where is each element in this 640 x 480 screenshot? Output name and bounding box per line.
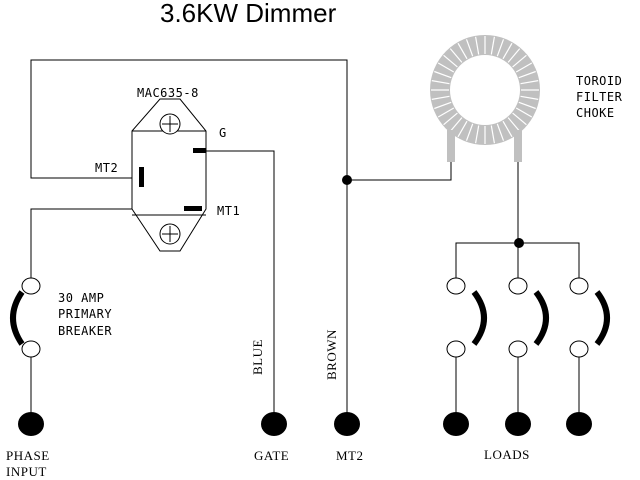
diagram-title: 3.6KW Dimmer — [160, 0, 337, 28]
breaker-label-3: BREAKER — [58, 324, 112, 338]
toroid-winding — [465, 123, 474, 141]
toroid-winding — [512, 112, 527, 126]
toroid-choke — [430, 35, 540, 162]
toroid-winding — [457, 120, 468, 138]
gate-label: GATE — [254, 448, 289, 463]
toroid-winding — [457, 42, 468, 60]
phase-label-2: INPUT — [6, 464, 47, 479]
breaker-arc — [10, 290, 25, 346]
toroid-winding — [496, 123, 505, 141]
phase-input-terminal — [18, 412, 44, 436]
toroid-winding — [518, 70, 536, 79]
toroid-winding — [520, 95, 539, 100]
pin-mt2-tab — [139, 167, 144, 187]
mt2-terminal — [334, 412, 360, 436]
toroid-winding — [465, 39, 474, 57]
breaker-label-1: 30 AMP — [58, 291, 104, 305]
toroid-winding — [449, 48, 463, 63]
toroid-winding — [449, 117, 463, 132]
toroid-winding — [518, 101, 536, 110]
toroid-winding — [515, 107, 533, 118]
choke-label-1: TOROID — [576, 74, 622, 88]
toroid-winding — [443, 54, 458, 68]
toroid-winding — [434, 70, 452, 79]
load-3-terminal — [566, 412, 592, 436]
choke-input-wire — [347, 160, 452, 181]
toroid-winding — [496, 39, 505, 57]
toroid-winding — [443, 112, 458, 126]
mt2-junction-dot — [342, 175, 352, 185]
toroid-winding — [475, 36, 480, 55]
mt2-top-wire — [30, 59, 348, 180]
toroid-winding — [502, 120, 513, 138]
toroid-winding — [490, 36, 495, 55]
load-switch-3 — [569, 277, 610, 358]
toroid-winding — [520, 80, 539, 85]
pin-mt1-label: MT1 — [217, 204, 240, 218]
blue-wire-label: BLUE — [250, 339, 265, 375]
loads-junction-dot — [514, 238, 524, 248]
toroid-winding — [515, 62, 533, 73]
pin-mt2-label: MT2 — [95, 161, 118, 175]
toroid-winding — [507, 48, 521, 63]
brown-wire-label: BROWN — [324, 329, 339, 380]
breaker-label-2: PRIMARY — [58, 307, 112, 321]
mounting-hole-top — [159, 113, 181, 135]
toroid-inner — [450, 55, 520, 125]
primary-breaker — [10, 277, 41, 358]
pin-mt1-tab — [184, 206, 202, 211]
toroid-windings — [431, 36, 539, 144]
choke-label-2: FILTER — [576, 90, 623, 104]
pin-g-tab — [193, 148, 206, 153]
load-1-terminal — [443, 412, 469, 436]
load-2-terminal — [505, 412, 531, 436]
triac-part-label: MAC635-8 — [137, 86, 199, 100]
phase-label-1: PHASE — [6, 448, 50, 463]
choke-lead-right — [514, 130, 522, 162]
loads-label: LOADS — [484, 447, 530, 462]
breaker-contact-bottom — [21, 340, 41, 358]
toroid-winding — [512, 54, 527, 68]
toroid-winding — [502, 42, 513, 60]
toroid-winding — [490, 125, 495, 144]
toroid-winding — [437, 62, 455, 73]
triac-package — [131, 98, 207, 252]
gate-terminal — [261, 412, 287, 436]
toroid-winding — [437, 107, 455, 118]
mt2-terminal-label: MT2 — [336, 448, 364, 463]
pin-g-label: G — [219, 126, 227, 140]
load-switch-1 — [446, 277, 487, 358]
choke-lead-left — [447, 130, 455, 162]
gate-blue-wire — [206, 150, 275, 415]
load-switch-2 — [508, 277, 549, 358]
toroid-winding — [434, 101, 452, 110]
toroid-winding — [475, 125, 480, 144]
toroid-winding — [431, 95, 450, 100]
choke-label-3: CHOKE — [576, 106, 615, 120]
toroid-winding — [507, 117, 521, 132]
breaker-contact-top — [21, 277, 41, 295]
mounting-hole-bottom — [159, 223, 181, 245]
toroid-winding — [431, 80, 450, 85]
